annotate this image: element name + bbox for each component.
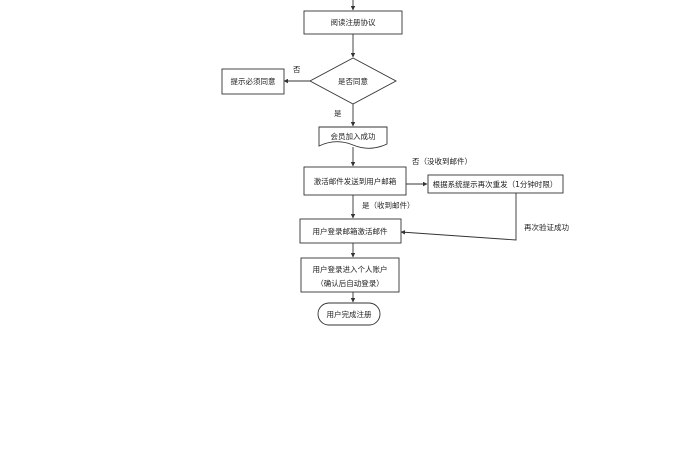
- node-enter-account-line2: （确认后自动登录）: [316, 278, 384, 288]
- node-send-email: 激活邮件发送到用户邮箱: [303, 166, 407, 196]
- node-send-email-label: 激活邮件发送到用户邮箱: [314, 176, 397, 186]
- node-resend-prompt: 根据系统提示再次重发（1分钟时限）: [427, 174, 564, 194]
- node-join-success: 会员加入成功: [318, 126, 388, 149]
- node-register-done-label: 用户完成注册: [327, 309, 372, 319]
- node-enter-account-line1: 用户登录进入个人账户: [313, 264, 388, 274]
- node-read-agreement: 阅读注册协议: [303, 10, 403, 35]
- edge-label-no: 否: [293, 65, 301, 74]
- node-must-agree: 提示必须同意: [221, 68, 285, 95]
- node-register-done: 用户完成注册: [317, 302, 381, 326]
- node-enter-account: 用户登录进入个人账户 （确认后自动登录）: [300, 257, 400, 293]
- node-resend-prompt-label: 根据系统提示再次重发（1分钟时限）: [433, 179, 558, 189]
- node-login-activate: 用户登录邮箱激活邮件: [299, 218, 402, 244]
- edge-label-yes: 是: [334, 109, 342, 118]
- edge-resend-to-login: [400, 193, 517, 241]
- edge-label-no-email: 否（没收到邮件）: [412, 156, 472, 166]
- node-join-success-label: 会员加入成功: [331, 131, 376, 141]
- node-read-agreement-label: 阅读注册协议: [331, 17, 376, 27]
- node-must-agree-label: 提示必须同意: [231, 76, 276, 86]
- node-agree-decision-label: 是否同意: [338, 76, 368, 86]
- edge-label-verify-success: 再次验证成功: [524, 222, 569, 232]
- edge-label-yes-email: 是（收到邮件）: [362, 200, 415, 210]
- node-agree-decision: 是否同意: [309, 57, 397, 105]
- node-login-activate-label: 用户登录邮箱激活邮件: [313, 226, 388, 236]
